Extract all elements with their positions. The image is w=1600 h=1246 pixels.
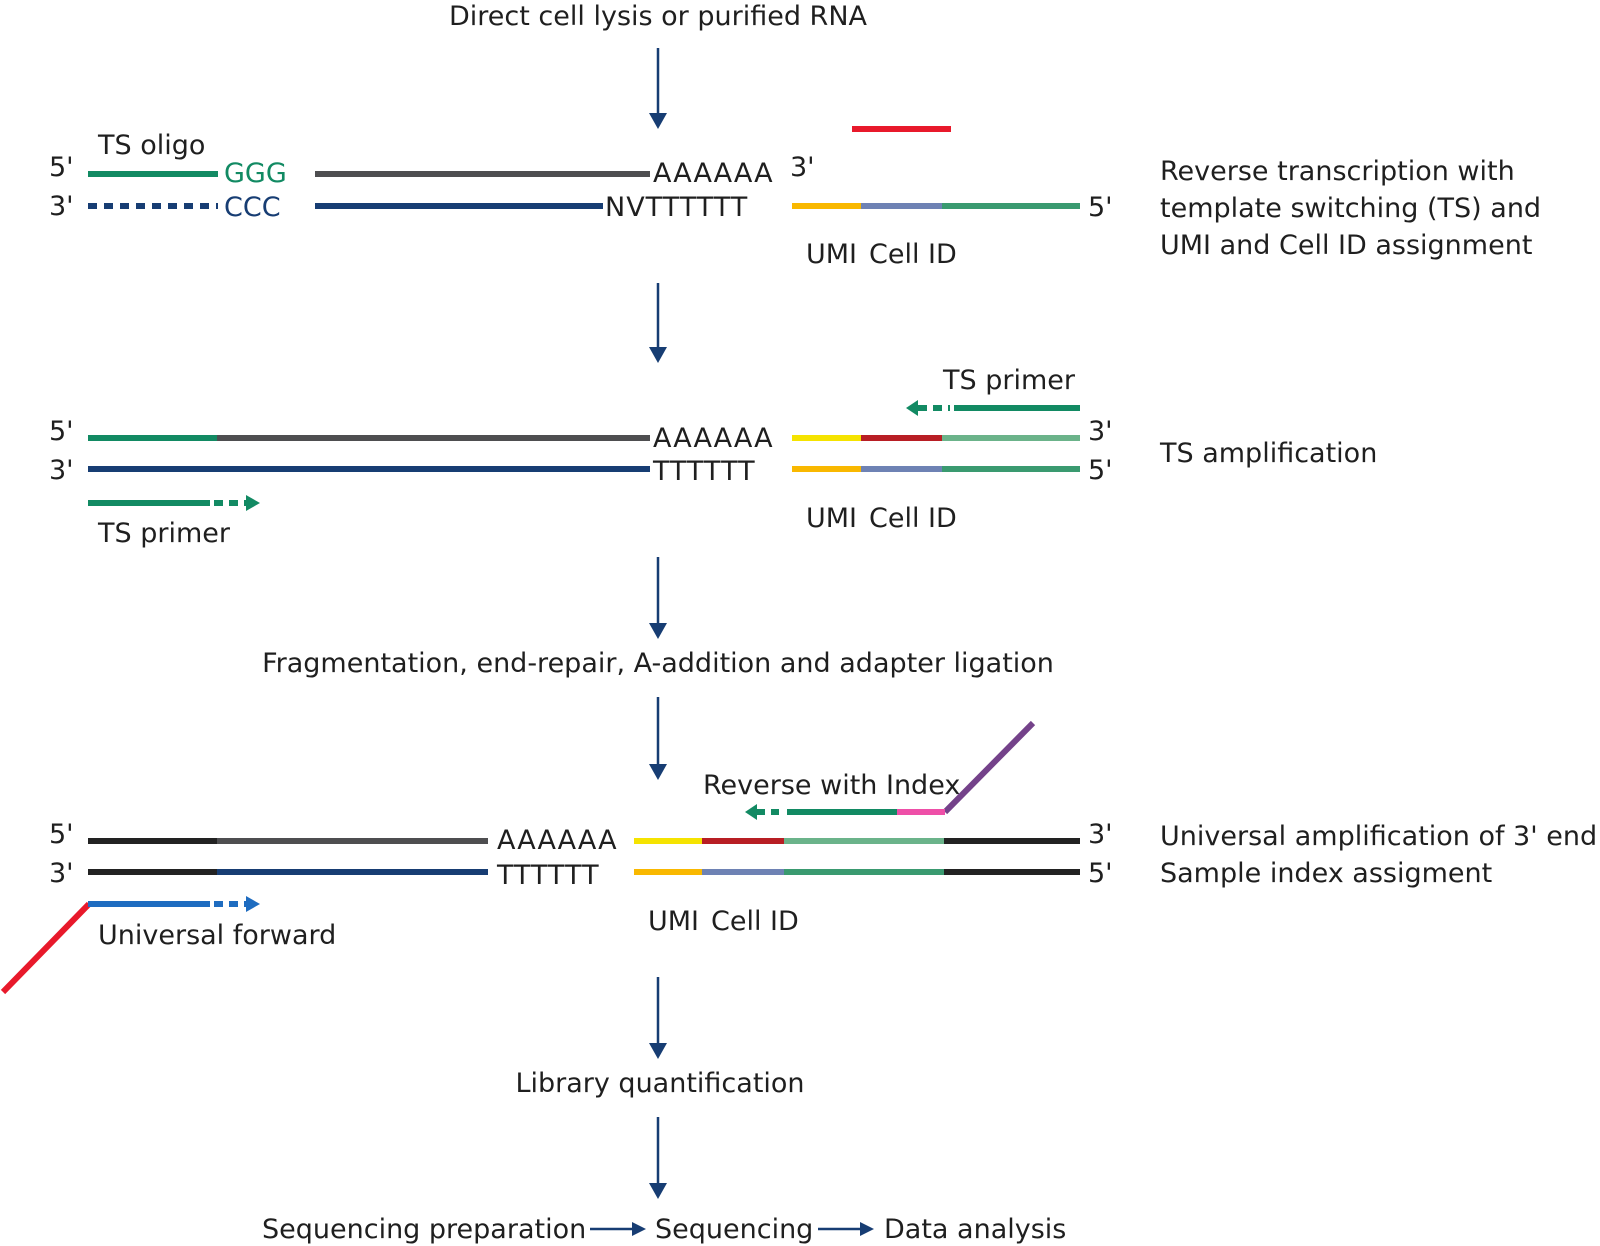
strand-end-label: 5' — [1088, 192, 1113, 223]
sequencing-preparation-step: Sequencing preparation — [262, 1214, 586, 1245]
strand-end-label: 3' — [49, 191, 74, 222]
strand-end-label: 5' — [49, 152, 74, 183]
polya-text: AAAAAA — [653, 158, 774, 189]
ts-oligo-label: TS oligo — [97, 130, 205, 161]
flow-arrow-5 — [649, 977, 667, 1059]
ts-primer-label: TS primer — [97, 518, 231, 549]
fragmentation-step: Fragmentation, end-repair, A-addition an… — [262, 648, 1054, 679]
title-text: Direct cell lysis or purified RNA — [449, 1, 868, 32]
strand-end-label: 5' — [1088, 455, 1113, 486]
umi-label: UMI — [648, 906, 699, 937]
polyt-text: TTTTTT — [496, 860, 600, 891]
cellid-label: Cell ID — [869, 239, 957, 270]
strand-end-label: 3' — [49, 858, 74, 889]
library-quantification-step: Library quantification — [515, 1068, 804, 1099]
step1-description-line: UMI and Cell ID assignment — [1160, 230, 1532, 261]
sequencing-step: Sequencing — [655, 1214, 813, 1245]
ccc-text: CCC — [224, 192, 281, 223]
strand-end-label: 3' — [1088, 416, 1113, 447]
step3-description-line: Sample index assigment — [1160, 858, 1492, 889]
data-analysis-step: Data analysis — [884, 1214, 1066, 1245]
umi-label: UMI — [806, 503, 857, 534]
flow-arrow-3 — [649, 557, 667, 639]
strand-end-label: 3' — [49, 455, 74, 486]
step3-description-line: Universal amplification of 3' end — [1160, 821, 1597, 852]
ts-primer-arrow-reverse — [906, 400, 1080, 416]
step1-description-line: Reverse transcription with — [1160, 156, 1515, 187]
polya-text: AAAAAA — [497, 825, 618, 856]
nvt-text: NVTTTTTT — [605, 192, 748, 223]
flow-arrow-6 — [649, 1117, 667, 1199]
polya-text: AAAAAA — [653, 423, 774, 454]
right-arrow-icon — [818, 1222, 874, 1236]
step2-description: TS amplification — [1159, 438, 1377, 469]
strand-end-label: 3' — [790, 152, 815, 183]
ts-primer-arrow-forward — [88, 495, 260, 511]
reverse-index-label: Reverse with Index — [703, 770, 960, 801]
step2-diagram: TS primer 5' 3' AAAAAA 3' TTTTTT 5' TS p… — [49, 365, 1377, 549]
flow-arrow-2 — [649, 283, 667, 363]
ts-primer-label: TS primer — [942, 365, 1076, 396]
strand-end-label: 3' — [1088, 819, 1113, 850]
step1-diagram: TS oligo 5' 3' GGG AAAAAA 3' CCC NVTTTTT… — [49, 126, 1541, 270]
step3-diagram: Reverse with Index 5' 3' AAAAAA 3' TTTTT… — [0, 720, 1597, 995]
flow-arrow-1 — [649, 48, 667, 129]
strand-end-label: 5' — [49, 416, 74, 447]
step1-description-line: template switching (TS) and — [1160, 193, 1541, 224]
reverse-index-primer — [745, 720, 1036, 820]
polyt-text: TTTTTT — [652, 456, 756, 487]
cellid-label: Cell ID — [711, 906, 799, 937]
universal-forward-primer — [0, 896, 260, 995]
flow-arrow-4 — [649, 697, 667, 780]
umi-label: UMI — [806, 239, 857, 270]
strand-end-label: 5' — [49, 819, 74, 850]
right-arrow-icon — [590, 1222, 646, 1236]
universal-forward-label: Universal forward — [98, 920, 336, 951]
ggg-text: GGG — [224, 158, 287, 189]
strand-end-label: 5' — [1088, 858, 1113, 889]
cellid-label: Cell ID — [869, 503, 957, 534]
